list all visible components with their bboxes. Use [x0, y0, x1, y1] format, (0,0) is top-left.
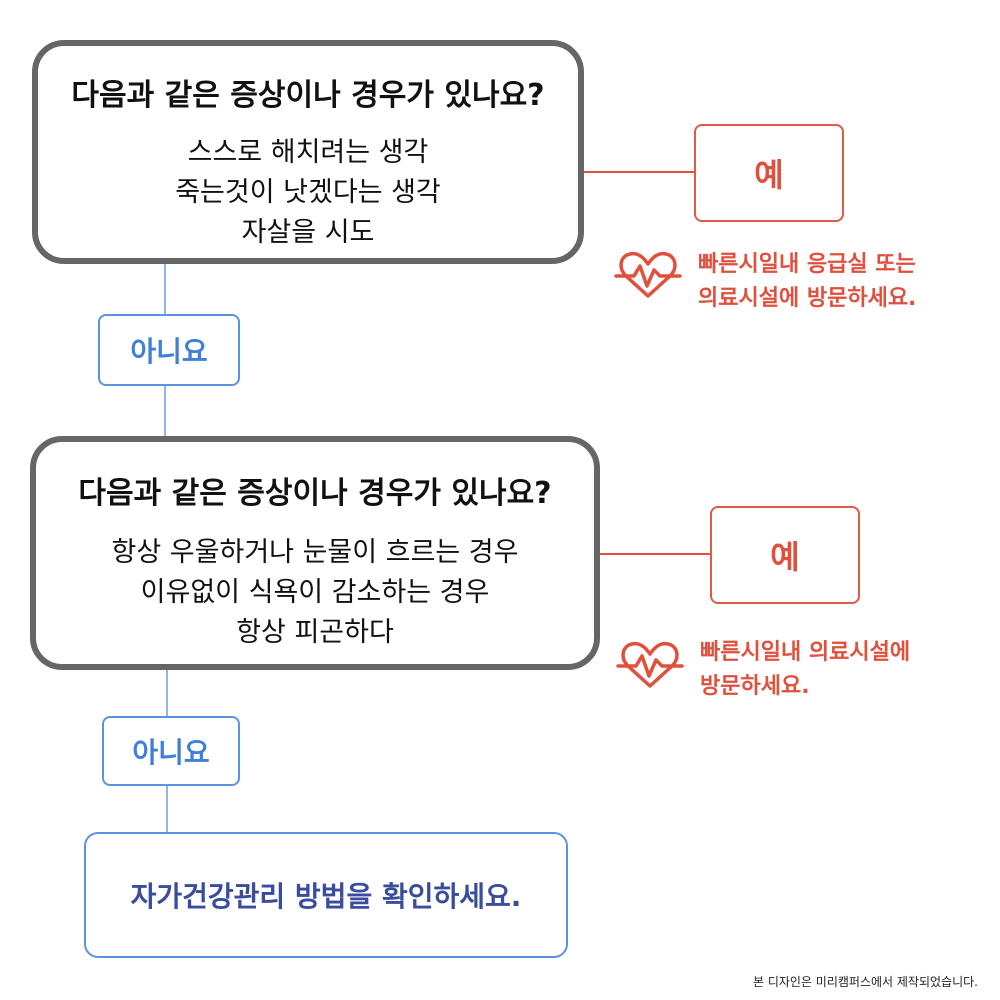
advice-text-1: 빠른시일내 응급실 또는 의료시설에 방문하세요.	[698, 248, 916, 316]
footnote: 본 디자인은 미리캠퍼스에서 제작되었습니다.	[752, 975, 978, 989]
heartbeat-icon	[616, 641, 684, 688]
connector-q2-yes2	[598, 553, 712, 555]
yes-box-1: 예	[694, 124, 844, 222]
connector-q1-no1	[164, 262, 166, 314]
advice-line: 의료시설에 방문하세요.	[698, 286, 917, 311]
connector-q1-yes1	[582, 171, 696, 173]
question-box-1: 다음과 같은 증상이나 경우가 있나요? 스스로 해치려는 생각 죽는것이 낫겠…	[32, 40, 584, 264]
no-box-2: 아니요	[102, 716, 240, 786]
advice-line: 방문하세요.	[700, 674, 810, 699]
question-line: 자살을 시도	[241, 217, 375, 248]
advice-line: 빠른시일내 응급실 또는	[698, 252, 916, 277]
question-line: 죽는것이 낫겠다는 생각	[175, 177, 441, 208]
advice-text-2: 빠른시일내 의료시설에 방문하세요.	[700, 636, 910, 704]
question-title-2: 다음과 같은 증상이나 경우가 있나요?	[78, 476, 552, 511]
final-label: 자가건강관리 방법을 확인하세요.	[130, 880, 522, 913]
question-title-1: 다음과 같은 증상이나 경우가 있나요?	[71, 78, 545, 113]
final-box: 자가건강관리 방법을 확인하세요.	[84, 832, 568, 958]
question-line: 이유없이 식욕이 감소하는 경우	[140, 577, 490, 608]
yes-label: 예	[770, 538, 800, 576]
connector-no1-q2	[164, 384, 166, 438]
yes-box-2: 예	[710, 506, 860, 604]
question-line: 스스로 해치려는 생각	[187, 137, 429, 168]
question-box-2: 다음과 같은 증상이나 경우가 있나요? 항상 우울하거나 눈물이 흐르는 경우…	[30, 436, 600, 670]
question-line: 항상 피곤하다	[236, 617, 394, 648]
yes-label: 예	[754, 156, 784, 194]
connector-q2-no2	[166, 668, 168, 716]
no-label: 아니요	[132, 736, 210, 769]
heartbeat-icon	[614, 251, 682, 298]
advice-line: 빠른시일내 의료시설에	[700, 640, 911, 665]
question-line: 항상 우울하거나 눈물이 흐르는 경우	[111, 537, 519, 568]
no-box-1: 아니요	[98, 314, 240, 386]
no-label: 아니요	[130, 335, 208, 368]
connector-no2-final	[166, 786, 168, 832]
